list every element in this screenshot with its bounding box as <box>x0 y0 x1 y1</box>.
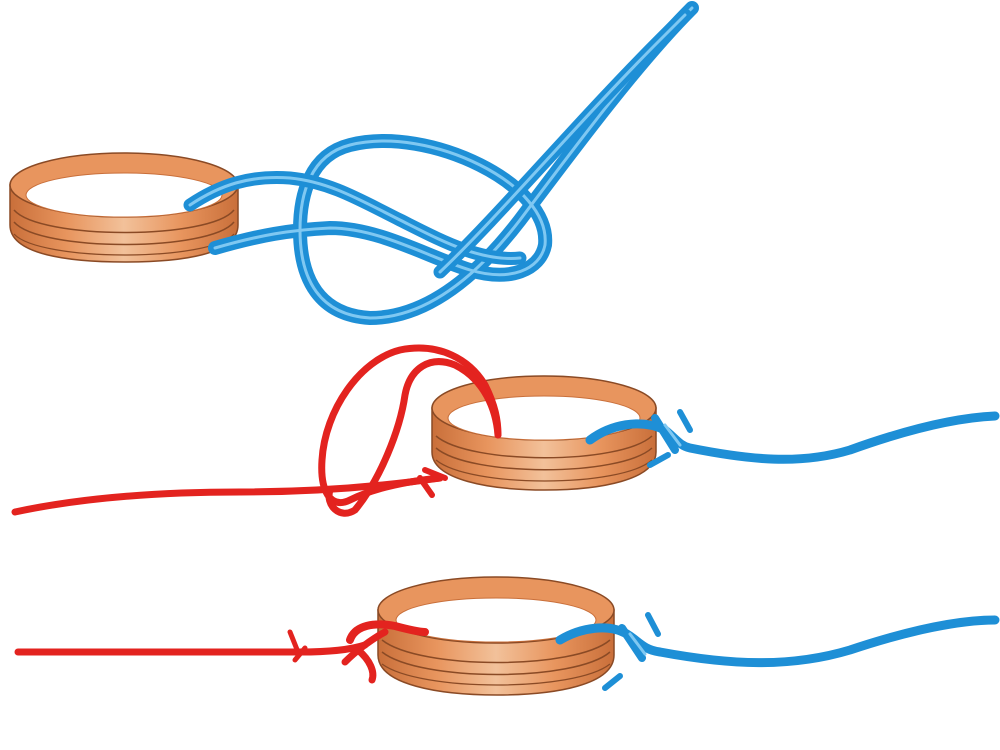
blue-line-step-1 <box>183 1 699 325</box>
blue-line-step-2 <box>585 409 1000 468</box>
step-1-group <box>9 1 699 325</box>
blue-line-step-3 <box>555 612 1000 691</box>
red-line-step-3 <box>14 620 429 684</box>
step-2-group <box>11 344 1000 517</box>
ring-2 <box>431 375 657 491</box>
step-3-group <box>14 576 1000 696</box>
ring-1 <box>9 152 239 263</box>
red-line-step-2 <box>11 344 502 517</box>
ring-3 <box>377 576 615 696</box>
